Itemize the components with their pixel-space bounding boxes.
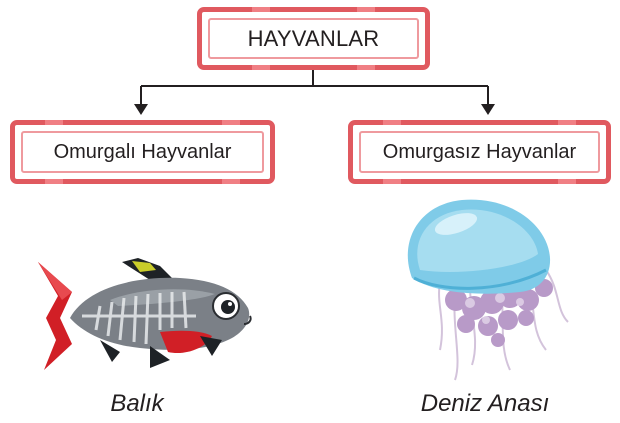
top-tab xyxy=(45,120,63,125)
jellyfish-caption: Deniz Anası xyxy=(385,390,585,418)
vertebrates-node-label: Omurgalı Hayvanlar xyxy=(21,131,264,173)
root-node: HAYVANLAR xyxy=(197,7,430,70)
top-tab xyxy=(357,7,375,12)
invertebrates-node-label: Omurgasız Hayvanlar xyxy=(359,131,600,173)
invertebrates-node: Omurgasız Hayvanlar xyxy=(348,120,611,184)
top-tab xyxy=(222,120,240,125)
bottom-tab xyxy=(383,179,401,184)
top-tab xyxy=(252,7,270,12)
left-arrowhead xyxy=(134,104,148,115)
bottom-tab xyxy=(252,65,270,70)
fish-illustration xyxy=(38,258,251,370)
bottom-tab xyxy=(45,179,63,184)
bottom-tab xyxy=(357,65,375,70)
bottom-tab xyxy=(558,179,576,184)
top-tab xyxy=(558,120,576,125)
top-tab xyxy=(383,120,401,125)
fish-caption: Balık xyxy=(62,390,212,418)
root-node-label: HAYVANLAR xyxy=(208,18,419,59)
right-arrowhead xyxy=(481,104,495,115)
vertebrates-node: Omurgalı Hayvanlar xyxy=(10,120,275,184)
bottom-tab xyxy=(222,179,240,184)
jellyfish-illustration xyxy=(408,200,568,380)
